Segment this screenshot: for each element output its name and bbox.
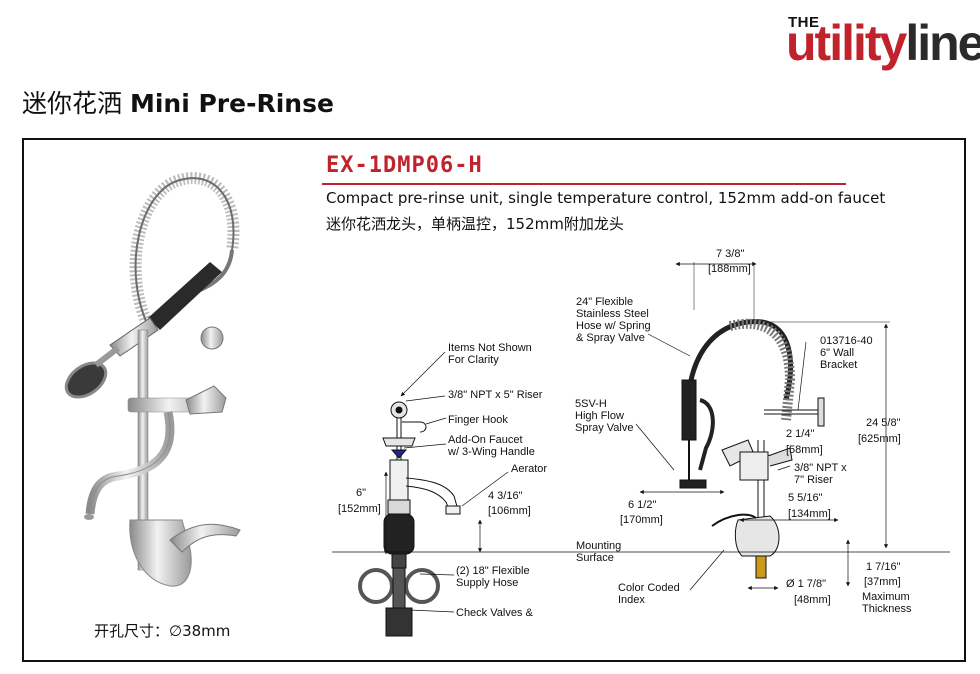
- description-zh: 迷你花洒龙头，单柄温控，152mm附加龙头: [326, 215, 624, 233]
- brand-logo: THE utilityline: [786, 12, 980, 76]
- callout-bracket-3: Bracket: [820, 359, 857, 371]
- dim-spout-mm: [134mm]: [788, 508, 831, 520]
- label-surface: Surface: [576, 552, 614, 564]
- product-photo: [64, 172, 241, 587]
- hole-size-value: 38mm: [182, 622, 231, 640]
- callout-finger-hook: Finger Hook: [448, 414, 508, 426]
- callout-wing-handle: w/ 3-Wing Handle: [447, 446, 535, 458]
- dim-width-in: 7 3/8": [716, 248, 744, 260]
- model-number: EX-1DMP06-H: [326, 153, 483, 178]
- page-title-en: Mini Pre-Rinse: [129, 89, 334, 118]
- label-mounting: Mounting: [576, 540, 621, 552]
- callout-bracket-part: 013716-40: [820, 335, 873, 347]
- page-title-zh: 迷你花洒: [22, 89, 123, 118]
- dim-offset-mm: [58mm]: [786, 444, 823, 456]
- dim-spout-length-mm: [152mm]: [338, 503, 381, 515]
- dim-width-mm: [188mm]: [708, 263, 751, 275]
- right-callouts: 7 3/8" [188mm] 24" Flexible Stainless St…: [575, 248, 912, 615]
- pre-rinse-drawing: [332, 261, 950, 591]
- diameter-icon: ∅: [169, 622, 183, 640]
- callout-riser-right: 3/8" NPT x: [794, 462, 847, 474]
- callout-riser-right-2: 7" Riser: [794, 474, 833, 486]
- product-panel: [22, 138, 966, 662]
- page-title: 迷你花洒 Mini Pre-Rinse: [22, 84, 334, 120]
- dim-shank-in: Ø 1 7/8": [786, 578, 826, 590]
- dim-shank-mm: [48mm]: [794, 594, 831, 606]
- addon-faucet-drawing: [358, 351, 509, 637]
- callout-items-not-shown: Items Not Shown: [448, 342, 532, 354]
- callout-aerator: Aerator: [511, 463, 547, 475]
- callout-supply-hose-2: Supply Hose: [456, 577, 518, 589]
- callout-hose-3: Hose w/ Spring: [576, 320, 651, 332]
- dim-spout-length-in: 6": [356, 487, 366, 499]
- dim-height-in: 24 5/8": [866, 417, 901, 429]
- callout-valve-2: High Flow: [575, 410, 624, 422]
- dim-spout-height-in: 4 3/16": [488, 490, 523, 502]
- callout-hose-1: 24" Flexible: [576, 296, 633, 308]
- callout-bracket-2: 6" Wall: [820, 347, 854, 359]
- dim-offset-in: 2 1/4": [786, 428, 814, 440]
- dim-thickness-in: 1 7/16": [866, 561, 901, 573]
- dim-spout-in: 5 5/16": [788, 492, 823, 504]
- callout-riser: 3/8" NPT x 5" Riser: [448, 389, 543, 401]
- callout-hose-2: Stainless Steel: [576, 308, 649, 320]
- dim-height-mm: [625mm]: [858, 433, 901, 445]
- callout-valve-model: 5SV-H: [575, 398, 607, 410]
- left-callouts: Items Not Shown For Clarity 3/8" NPT x 5…: [338, 342, 547, 619]
- label-maximum: Maximum: [862, 591, 910, 603]
- dim-reach-mm: [170mm]: [620, 514, 663, 526]
- hole-size: 开孔尺寸：∅38mm: [94, 620, 230, 641]
- description-en: Compact pre-rinse unit, single temperatu…: [326, 189, 886, 207]
- hole-size-label: 开孔尺寸：: [94, 622, 170, 640]
- callout-addon-faucet: Add-On Faucet: [448, 434, 523, 446]
- callout-supply-hose: (2) 18" Flexible: [456, 565, 530, 577]
- callout-index: Index: [618, 594, 645, 606]
- label-thickness: Thickness: [862, 603, 912, 615]
- callout-hose-4: & Spray Valve: [576, 332, 645, 344]
- callout-check-valves: Check Valves &: [456, 607, 533, 619]
- brand-prefix: THE: [788, 14, 820, 31]
- model-underline: [322, 183, 846, 185]
- dim-thickness-mm: [37mm]: [864, 576, 901, 588]
- dim-spout-height-mm: [106mm]: [488, 505, 531, 517]
- callout-color-coded: Color Coded: [618, 582, 680, 594]
- brand-name-part2: line: [905, 15, 980, 71]
- callout-for-clarity: For Clarity: [448, 354, 499, 366]
- brand-name-part1: utility: [786, 15, 907, 71]
- callout-valve-3: Spray Valve: [575, 422, 634, 434]
- dim-reach-in: 6 1/2": [628, 499, 656, 511]
